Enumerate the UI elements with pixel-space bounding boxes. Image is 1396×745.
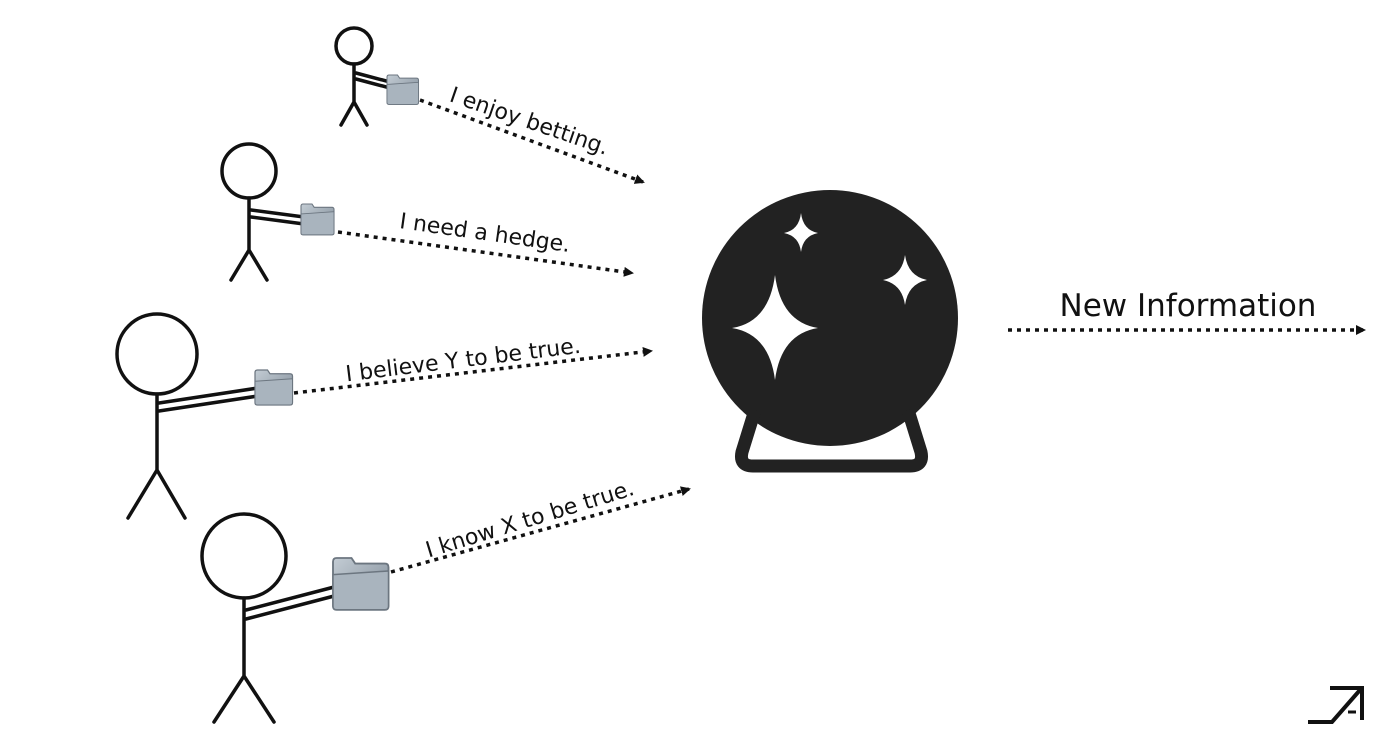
folder-icon <box>332 557 390 611</box>
message-3: I believe Y to be true. <box>344 334 582 388</box>
sparkle-icon <box>883 255 927 305</box>
message-1: I enjoy betting. <box>446 83 611 161</box>
message-2: I need a hedge. <box>398 209 572 258</box>
output-label: New Information <box>1060 288 1317 324</box>
sparkle-icon <box>732 275 818 380</box>
message-4: I know X to be true. <box>423 476 637 563</box>
stick-figure-3 <box>115 312 260 520</box>
arrow-4 <box>390 486 691 574</box>
stick-figure-4 <box>200 512 340 724</box>
folder-icon <box>386 74 420 105</box>
folder-icon <box>300 203 335 236</box>
logo-icon <box>1308 686 1364 724</box>
arrow-3 <box>293 346 653 395</box>
arrow-1 <box>419 98 645 184</box>
sparkle-icon <box>784 213 818 252</box>
folder-icon <box>254 369 294 406</box>
crystal-ball-icon <box>702 190 958 473</box>
stick-figure-1 <box>334 26 392 127</box>
stick-figure-2 <box>220 142 306 282</box>
